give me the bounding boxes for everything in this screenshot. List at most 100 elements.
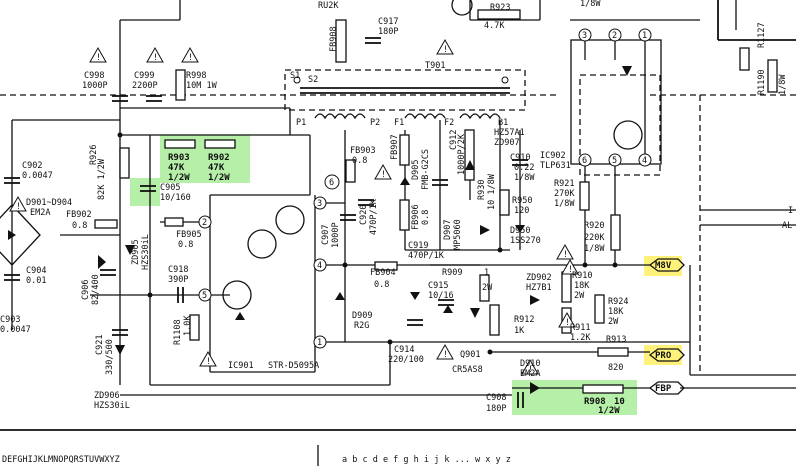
label-node3: 3	[317, 199, 322, 209]
resistor-r920	[610, 214, 621, 251]
pin-4	[313, 258, 327, 272]
resistor-fb902	[94, 219, 118, 229]
label-p2: P2	[370, 118, 380, 128]
label-zd906: ZD906	[94, 391, 120, 401]
net-flag-pro	[648, 348, 685, 362]
warning-icon: !	[556, 243, 574, 260]
label-r913: R913	[606, 335, 626, 345]
label-c999-value: 2200P	[132, 81, 158, 91]
label-c912-value: 1000P/2K	[457, 133, 467, 175]
label-r926: R926	[89, 145, 99, 165]
label-r911-value: 1.2K	[570, 333, 591, 343]
label-t901: T901	[425, 61, 445, 71]
label-r920: R920	[584, 221, 604, 231]
label-ic902-value: TLP631	[540, 161, 571, 171]
net-label-fbp: FBP	[655, 384, 672, 394]
resistor-fb908	[335, 19, 347, 63]
label-pin6: 6	[582, 156, 587, 166]
label-d901-value: EM2A	[30, 208, 50, 218]
label-c912: C912	[449, 130, 459, 150]
label-d910-value: EM2A	[520, 369, 540, 379]
label-r923-value: 4.7K	[484, 21, 505, 31]
label-c998: C998	[84, 71, 104, 81]
label-d950: D950	[510, 226, 530, 236]
label-fb904-value: 0.8	[374, 280, 389, 290]
resistor-r998	[175, 69, 186, 101]
diode-icon	[98, 255, 106, 269]
warning-icon: !	[181, 46, 199, 63]
label-r923: R923	[490, 3, 510, 13]
pin-5	[198, 288, 212, 302]
diode-d909	[335, 292, 345, 300]
resistor-r1190	[767, 59, 778, 93]
label-r911: R911	[570, 323, 590, 333]
label-p1: P1	[296, 118, 306, 128]
capacitor-c902	[4, 177, 20, 184]
label-s2: S2	[308, 75, 318, 85]
zener-diode-zd902	[530, 295, 540, 305]
label-r910: R910	[572, 271, 592, 281]
label-r950: R950	[512, 196, 532, 206]
label-r903-watt: 1/2W	[168, 173, 190, 183]
net-label-pro: PRO	[655, 351, 672, 361]
resistor-r912	[489, 304, 500, 336]
svg-text:!: !	[381, 170, 386, 180]
label-node6: 6	[329, 178, 334, 188]
zener-diode-zd906	[115, 345, 125, 355]
warning-icon: !	[436, 343, 454, 360]
diode-icon	[8, 230, 16, 240]
warning-icon: !	[199, 350, 217, 367]
junction-dot	[117, 132, 123, 138]
resistor-r930	[464, 129, 475, 181]
label-node2: 2	[202, 218, 207, 228]
ic902-pin3	[578, 28, 592, 42]
pin-2	[198, 215, 212, 229]
label-c998-value: 1000P	[82, 81, 108, 91]
svg-text:!: !	[206, 357, 211, 367]
label-c914: C914	[394, 345, 414, 355]
label-d905b-value: FMB-G2CS	[421, 149, 431, 190]
pin-6	[324, 174, 340, 190]
label-r924-watt: 2W	[608, 317, 619, 327]
label-c906-value: 82/400	[91, 274, 101, 305]
label-c918-value: 390P	[168, 275, 188, 285]
label-fb906: FB906	[411, 204, 421, 230]
label-c905: C905	[160, 183, 180, 193]
warning-icon: !	[436, 38, 454, 55]
capacitor-c910	[512, 159, 528, 166]
label-d950-value: 1SS270	[510, 236, 541, 246]
label-zd902: ZD902	[526, 273, 552, 283]
label-d905b: D905	[411, 160, 421, 180]
label-c910-watt: 1/8W	[514, 173, 535, 183]
svg-text:!: !	[16, 202, 21, 212]
label-r912: R912	[514, 315, 534, 325]
label-zd906-value: HZS30iL	[94, 401, 130, 411]
resistor-r913	[597, 347, 629, 357]
label-r909-watt: 2W	[482, 283, 493, 293]
label-r998-value: 10M 1W	[186, 81, 218, 91]
junction-dot	[147, 292, 153, 298]
label-r1108-value: 1.0K	[183, 315, 193, 336]
svg-text:!: !	[443, 350, 448, 360]
label-c908: C908	[486, 393, 506, 403]
label-c917: C917	[378, 17, 398, 27]
ic902-pin2	[608, 28, 622, 42]
label-fb902: FB902	[66, 210, 92, 220]
diode-icon	[235, 312, 245, 320]
label-r920-value: 220K	[584, 233, 605, 243]
label-zd905: ZD905	[131, 239, 141, 265]
capacitor-c914	[407, 319, 423, 326]
resistor-r921	[579, 181, 590, 211]
transistor-icon	[275, 205, 305, 235]
label-node4: 4	[317, 261, 322, 271]
label-fb907: FB907	[390, 134, 400, 160]
label-r902: R902	[208, 153, 230, 163]
capacitor-c998	[112, 95, 128, 102]
label-r909-value: 1	[484, 268, 489, 278]
label-r909: R909	[442, 268, 462, 278]
label-c999: C999	[134, 71, 154, 81]
net-flag-m8v	[648, 258, 685, 272]
label-r903: R903	[168, 153, 190, 163]
label-r902-value: 47K	[208, 163, 225, 173]
label-r908-watt: 1/2W	[598, 406, 620, 416]
